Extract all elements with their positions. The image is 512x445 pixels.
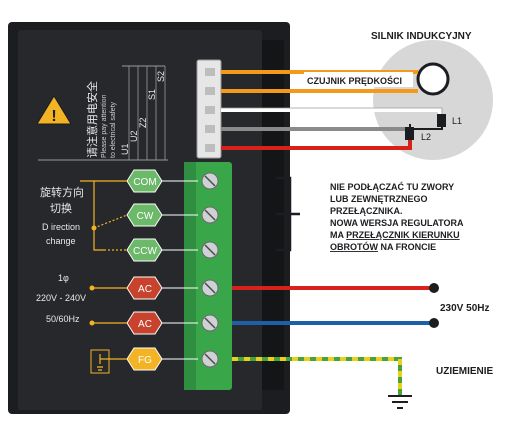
- sensor-pin-3: [205, 106, 215, 114]
- sensor-pin-2: [205, 87, 215, 95]
- jumper-note-line-5: MA PRZEŁĄCZNIK KIERUNKU: [330, 230, 460, 240]
- pin-label-s1: S1: [147, 89, 157, 100]
- screw-slot-com: [204, 175, 216, 187]
- screw-slot-fg: [204, 353, 216, 365]
- pin-label-s2: S2: [156, 71, 166, 82]
- winding-l1-label: L1: [452, 116, 462, 126]
- terminal-block-rail: [184, 162, 196, 390]
- badge-ac-2-label: AC: [138, 319, 152, 330]
- warning-mark: !: [51, 108, 56, 125]
- warning-text-en-2: to electrical safety: [110, 101, 117, 158]
- direction-node: [91, 225, 97, 231]
- warning-text-cn: 请注意用电安全: [85, 81, 99, 158]
- winding-l2-label: L2: [421, 132, 431, 142]
- wire-ground-yellow: [232, 357, 402, 396]
- voltage-label: 220V - 240V: [36, 293, 86, 303]
- jumper-note-line-3: PRZEŁĄCZNIKA.: [330, 206, 403, 216]
- direction-label-en-1: D irection: [42, 222, 80, 232]
- badge-fg-label: FG: [138, 355, 152, 366]
- panel-ground-frame: [90, 349, 110, 374]
- panel-ground-icon: [97, 354, 127, 371]
- winding-l1-block: [437, 114, 446, 127]
- jumper-note-line-6: OBROTÓW NA FRONCIE: [330, 241, 436, 252]
- phase-label: 1φ: [58, 273, 69, 283]
- power-bracket: [92, 287, 127, 324]
- screw-slot-cw: [204, 209, 216, 221]
- ground-label: UZIEMIENIE: [436, 366, 494, 377]
- badge-com-label: COM: [133, 177, 156, 188]
- speed-sensor-symbol: [416, 62, 450, 96]
- sensor-pin-5: [205, 144, 215, 152]
- badge-ccw-label: CCW: [133, 246, 157, 257]
- direction-bracket: [80, 180, 104, 251]
- badge-cw-label: CW: [137, 211, 154, 222]
- wire-winding-red: [221, 140, 412, 150]
- screw-slot-ac1: [204, 282, 216, 294]
- jumper-note-line-4: NOWA WERSJA REGULATORA: [330, 218, 464, 228]
- pin-label-u1: U1: [120, 143, 130, 155]
- power-label: 230V 50Hz: [440, 303, 489, 314]
- power-node-2: [89, 320, 95, 326]
- sensor-pin-4: [205, 125, 215, 133]
- screw-slot-ccw: [204, 244, 216, 256]
- warning-text-en-1: Please pay attention: [101, 94, 108, 158]
- direction-label-cn-1: 旋转方向: [40, 185, 84, 199]
- frequency-label: 50/60Hz: [46, 314, 80, 324]
- motor-circle: [373, 40, 493, 160]
- direction-label-cn-2: 切换: [50, 201, 72, 215]
- warning-icon: [36, 95, 72, 125]
- badge-ac-1-label: AC: [138, 284, 152, 295]
- sensor-label: CZUJNIK PRĘDKOŚCI: [307, 75, 402, 86]
- pin-label-z2: Z2: [138, 117, 148, 128]
- jumper-note-line-1: NIE PODŁĄCZAĆ TU ZWORY: [330, 181, 454, 192]
- jumper-note-line-2: LUB ZEWNĘTRZNEGO: [330, 194, 428, 204]
- screw-slot-ac2: [204, 317, 216, 329]
- ground-symbol-icon: [388, 395, 412, 409]
- sensor-pin-1: [205, 68, 215, 76]
- motor-title: SILNIK INDUKCYJNY: [371, 31, 472, 42]
- direction-link-cw: [93, 214, 128, 229]
- winding-l2-block: [405, 127, 414, 140]
- direction-label-en-2: change: [46, 236, 76, 246]
- power-node-1: [89, 285, 95, 291]
- power-terminal-1: [429, 283, 439, 293]
- sensor-label-bg: [304, 72, 413, 87]
- power-terminal-2: [429, 318, 439, 328]
- pin-label-u2: U2: [129, 130, 139, 142]
